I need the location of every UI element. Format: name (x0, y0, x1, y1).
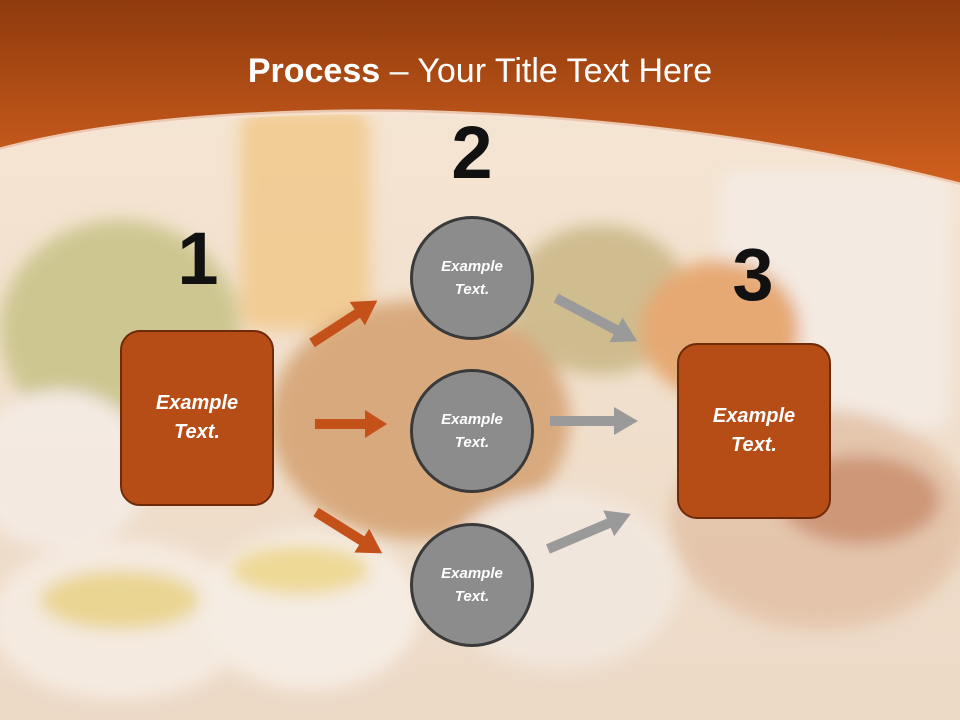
circle-middle-text: Example Text. (441, 411, 503, 451)
step-1-box: Example Text. (120, 330, 274, 506)
circle-top-text: Example Text. (441, 258, 503, 298)
process-circle-bottom: Example Text. (410, 523, 534, 647)
arrow-1-to-middle-icon (315, 410, 387, 438)
slide-title: Process – Your Title Text Here (0, 52, 960, 91)
title-rest: – Your Title Text Here (380, 52, 713, 90)
step-number-1: 1 (177, 217, 219, 300)
step-number-2: 2 (451, 111, 493, 194)
title-bold: Process (247, 52, 381, 90)
circle-bottom-text: Example Text. (441, 565, 503, 605)
step-1-text: Example Text. (155, 392, 239, 443)
step-3-text: Example Text. (712, 405, 796, 456)
step-3-box: Example Text. (677, 343, 831, 519)
arrow-1-to-top-icon (309, 300, 378, 348)
process-circle-top: Example Text. (410, 216, 534, 340)
arrow-top-to-3-icon (553, 293, 638, 343)
arrow-1-to-bottom-icon (313, 507, 383, 554)
arrow-bottom-to-3-icon (546, 510, 631, 554)
arrow-middle-to-3-icon (550, 407, 638, 435)
step-number-3: 3 (732, 233, 774, 316)
process-circle-middle: Example Text. (410, 369, 534, 493)
